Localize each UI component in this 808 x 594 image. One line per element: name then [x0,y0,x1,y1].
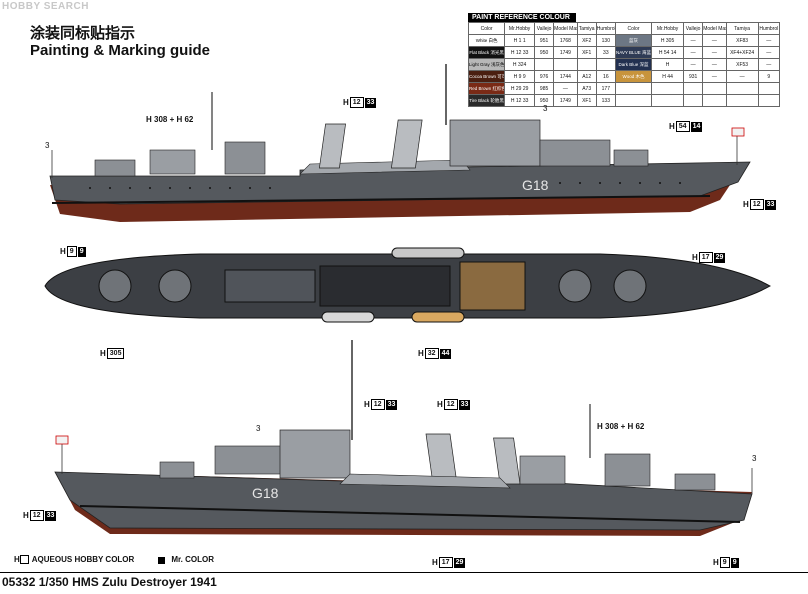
paint-swatch: Tire Black 轮胎黑 [467,94,506,107]
label-3-stern-bottom: 3 [752,454,757,463]
hull-number-bottom: G18 [252,485,279,501]
bow-turret-top [613,149,649,167]
profile-view-bottom: G18 [54,340,753,536]
hull-number-top: G18 [522,177,549,193]
funnel-aft-top [318,123,346,169]
label-3-stern-top: 3 [45,141,50,150]
paint-swatch: Light Gray 浅灰色 [467,58,506,71]
boot-top-line [51,195,711,204]
plan-turret-x [158,269,192,303]
watermark: HOBBY SEARCH [2,1,89,12]
paint-table-header: PAINT REFERENCE COLOUR [468,13,576,22]
label-3-mast-bottom: 3 [256,424,261,433]
paint-mrhobby: H 1 1 [504,34,536,47]
paint-swatch: Red Brown 红棕色 [467,82,506,95]
plan-boat-lower-b [411,311,465,323]
bridge-b [279,429,351,479]
paint-reference-table: PAINT REFERENCE COLOUR Color Mr.Hobby Va… [467,13,781,107]
plan-midship [224,269,316,303]
bridge-top [449,119,541,167]
aft-superstructure-b [519,455,566,485]
footer-title: 05332 1/350 HMS Zulu Destroyer 1941 [2,575,217,589]
footer-rule [0,572,808,573]
col-modelmaster-2: Model Master [702,22,727,35]
ensign-flag-top [731,127,745,137]
paint-modelmaster: 1749 [553,46,578,59]
ensign-flag-b [55,435,69,445]
paint-swatch: Flat Black 消光黑 [467,46,506,59]
paint-modelmaster: 1749 [553,94,578,107]
paint-swatch: Wood 木色 [614,70,653,83]
paint-humbrol: 133 [595,94,616,107]
plan-turret-b [558,269,592,303]
midship-house-top [224,141,266,175]
paint-swatch: Cocoa Brown 可可棕 [467,70,506,83]
title-english: Painting & Marking guide [30,42,211,59]
plan-turret-a [613,269,647,303]
aft-superstructure-top [149,149,196,175]
label-3-mast-top: 3 [543,104,548,113]
boot-top-line-b [79,505,741,523]
portholes [89,182,681,189]
funnel-fore-top [390,119,423,169]
plan-bridge [459,261,526,311]
aft-turret-top [94,159,136,177]
funnel-fore-b [425,433,458,483]
title-chinese: 涂装同标贴指示 [30,24,136,42]
midship-house-b [604,453,651,487]
plan-boat-lower-a [321,311,375,323]
paint-mrhobby: H 54 14 [651,46,685,59]
fwd-turrets-top [539,139,611,167]
col-modelmaster: Model Master [553,22,578,35]
plan-funnels [319,265,451,307]
boat-deck-b [339,473,511,489]
legend-mr: Mr. COLOR [158,555,214,564]
plan-boat-upper [391,247,465,259]
paint-table-grid: Color Mr.Hobby Vallejo Model Master Tami… [467,22,781,107]
bow-turret-b [159,461,195,479]
profile-view-top: G18 [49,64,751,222]
funnel-aft-b [493,437,521,485]
plan-view [44,247,772,323]
paint-tamiya: XF1 [576,94,597,107]
fwd-turrets-b [214,445,286,475]
aft-turret-b [674,473,716,491]
paint-mrhobby: H 9 9 [504,70,536,83]
callout-308-62-b: H 308 + H 62 [597,422,645,431]
plan-turret-y [98,269,132,303]
callout-308-62: H 308 + H 62 [146,115,194,124]
